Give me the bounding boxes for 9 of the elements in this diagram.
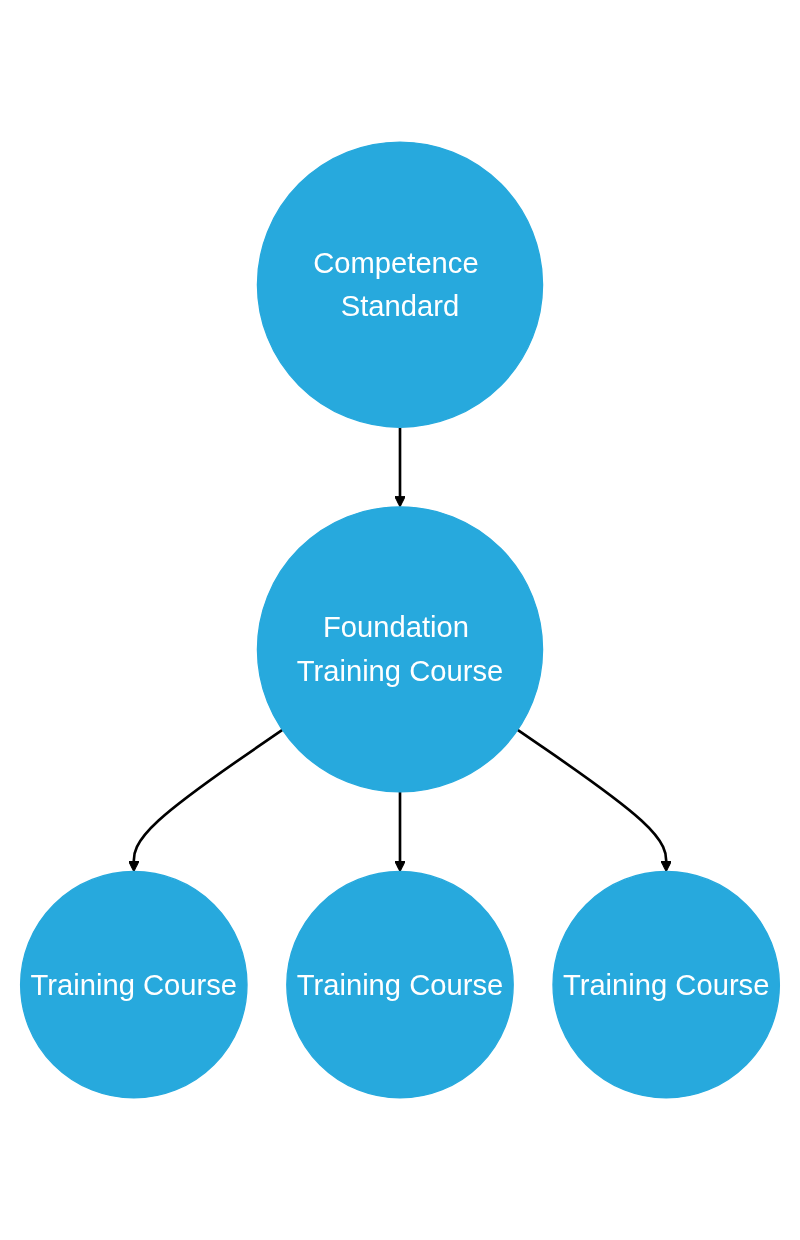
node-circle: Competence Standard xyxy=(256,141,544,428)
node-circle: Training Course xyxy=(286,870,514,1099)
arrow xyxy=(394,427,406,508)
node-circle: Foundation Training Course xyxy=(256,506,544,793)
arrow xyxy=(516,728,673,873)
node-circle: Training Course xyxy=(552,870,781,1099)
arrow xyxy=(128,728,284,873)
node-circle: Training Course xyxy=(19,870,248,1099)
arrow xyxy=(394,791,406,873)
